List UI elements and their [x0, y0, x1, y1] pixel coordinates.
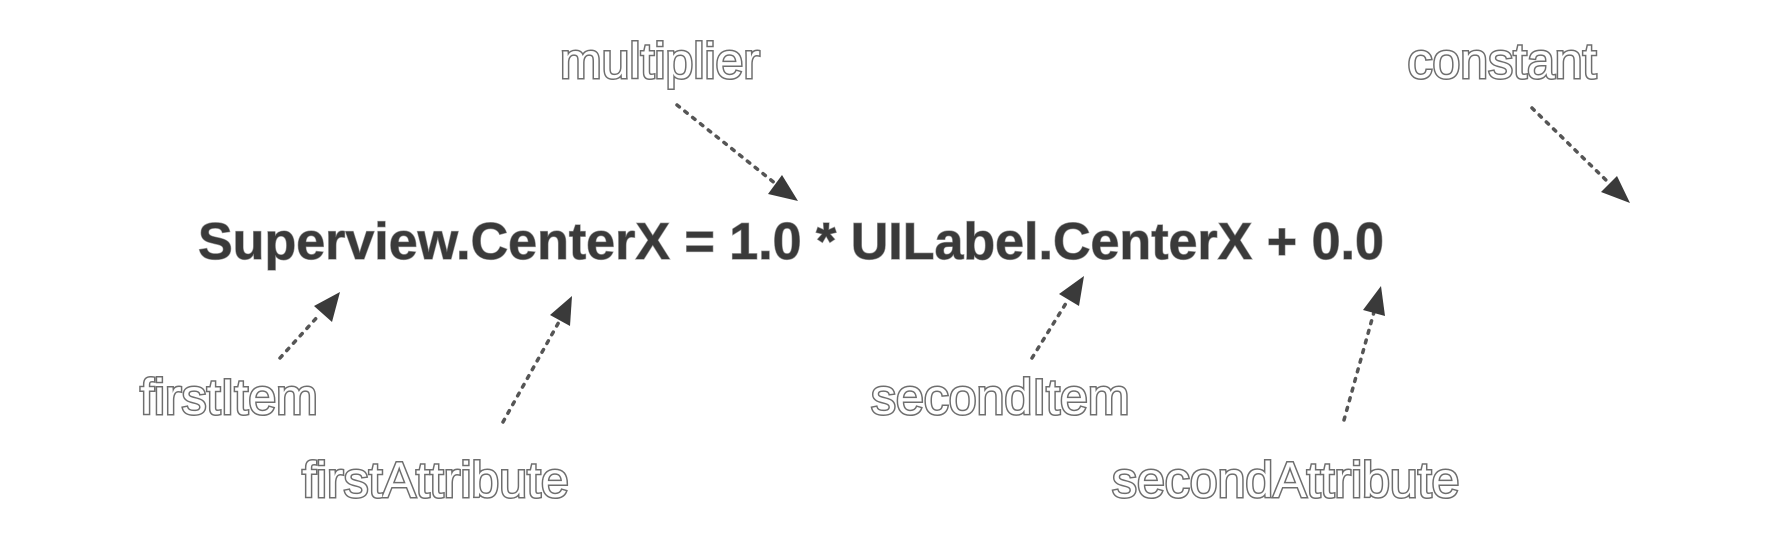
constraint-equation: Superview.CenterX = 1.0 * UILabel.Center…	[198, 213, 1384, 271]
first-attribute-label: firstAttribute	[302, 452, 569, 508]
constant-label: constant	[1407, 33, 1596, 89]
first-item-label: firstItem	[140, 369, 318, 425]
constant-arrow	[1530, 106, 1630, 203]
first-item-arrow	[278, 292, 340, 360]
second-item-label: secondItem	[871, 369, 1129, 425]
multiplier-label: multiplier	[560, 33, 760, 89]
multiplier-arrow	[675, 103, 798, 201]
second-attribute-arrow	[1342, 286, 1385, 422]
second-attribute-label: secondAttribute	[1112, 452, 1459, 508]
first-attribute-arrow	[501, 296, 572, 424]
second-item-arrow	[1030, 276, 1084, 360]
